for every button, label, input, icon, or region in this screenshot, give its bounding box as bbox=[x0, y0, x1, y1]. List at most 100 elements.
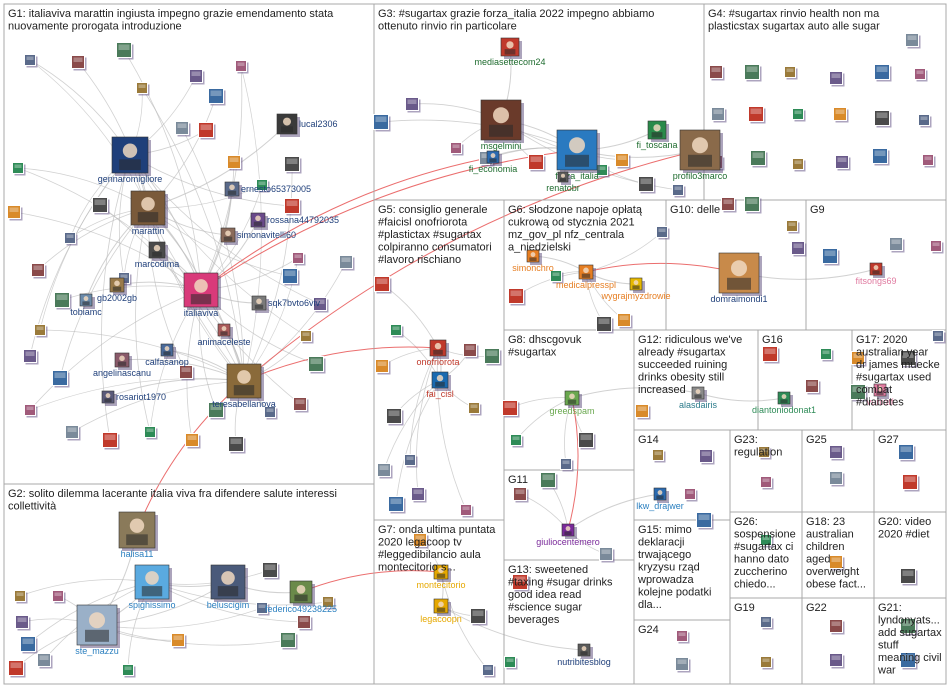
node-beluscigim[interactable]: beluscigim bbox=[207, 564, 250, 610]
node-spighissimo[interactable]: spighissimo bbox=[128, 564, 176, 610]
node-avatar[interactable] bbox=[34, 324, 48, 338]
node-avatar[interactable] bbox=[512, 574, 530, 592]
node-avatar[interactable] bbox=[264, 406, 278, 420]
node-wygrajmyzdrowie[interactable]: wygrajmyzdrowie bbox=[600, 277, 671, 301]
node-avatar[interactable] bbox=[405, 97, 421, 113]
node-gennaromigliore[interactable]: gennaromigliore bbox=[98, 136, 163, 184]
node-avatar[interactable] bbox=[297, 615, 313, 631]
node-avatar[interactable] bbox=[874, 64, 892, 82]
node-avatar[interactable] bbox=[470, 608, 488, 626]
node-avatar[interactable] bbox=[189, 69, 205, 85]
node-avatar[interactable] bbox=[721, 197, 737, 213]
node-avatar[interactable] bbox=[791, 241, 807, 257]
node-calfasanop[interactable]: calfasanop bbox=[145, 343, 189, 367]
node-simonavitelli60[interactable]: simonavitelli60 bbox=[220, 227, 296, 245]
node-avatar[interactable] bbox=[805, 379, 821, 395]
node-animaceleste[interactable]: animaceleste bbox=[197, 323, 251, 347]
node-avatar[interactable] bbox=[829, 445, 845, 461]
node-avatar[interactable] bbox=[829, 471, 845, 487]
node-avatar[interactable] bbox=[900, 652, 918, 670]
node-avatar[interactable] bbox=[502, 400, 520, 418]
node-avatar[interactable] bbox=[413, 533, 429, 549]
node-avatar[interactable] bbox=[386, 408, 404, 426]
node-avatar[interactable] bbox=[578, 432, 596, 450]
node-forza-italia[interactable]: forza_italia bbox=[555, 129, 600, 181]
node-avatar[interactable] bbox=[23, 349, 39, 365]
node-avatar[interactable] bbox=[513, 487, 529, 503]
node-avatar[interactable] bbox=[256, 179, 270, 193]
node-fitsongs69[interactable]: fitsongs69 bbox=[855, 262, 897, 286]
node-avatar[interactable] bbox=[784, 66, 798, 80]
node-avatar[interactable] bbox=[684, 488, 698, 502]
node-avatar[interactable] bbox=[460, 504, 474, 518]
node-fai-cisl[interactable]: fai_cisl bbox=[426, 371, 454, 399]
node-avatar[interactable] bbox=[8, 660, 26, 678]
node-sqk7bvto6viv[interactable]: sqk7bvto6viv bbox=[251, 295, 321, 313]
node-medicalpresspl[interactable]: medicalpresspl bbox=[556, 264, 616, 290]
node-onofriorota[interactable]: onofriorota bbox=[416, 339, 460, 367]
node-avatar[interactable] bbox=[390, 324, 404, 338]
node-tobiamc[interactable]: tobiamc bbox=[70, 293, 102, 317]
node-avatar[interactable] bbox=[171, 633, 187, 649]
node-montecitorio[interactable]: montecitorio bbox=[416, 564, 466, 590]
node-avatar[interactable] bbox=[510, 434, 524, 448]
node-avatar[interactable] bbox=[308, 356, 326, 374]
node-avatar[interactable] bbox=[411, 487, 427, 503]
node-avatar[interactable] bbox=[508, 288, 526, 306]
node-avatar[interactable] bbox=[24, 404, 38, 418]
node-avatar[interactable] bbox=[374, 276, 392, 294]
node-lucal2306[interactable]: lucal2306 bbox=[276, 113, 338, 137]
node-avatar[interactable] bbox=[822, 248, 840, 266]
node-avatar[interactable] bbox=[198, 122, 216, 140]
node-avatar[interactable] bbox=[889, 237, 905, 253]
node-avatar[interactable] bbox=[709, 65, 725, 81]
node-avatar[interactable] bbox=[760, 656, 774, 670]
node-avatar[interactable] bbox=[282, 268, 300, 286]
node-avatar[interactable] bbox=[20, 636, 38, 654]
node-avatar[interactable] bbox=[52, 370, 70, 388]
node-avatar[interactable] bbox=[175, 121, 191, 137]
node-avatar[interactable] bbox=[699, 449, 715, 465]
node-avatar[interactable] bbox=[898, 444, 916, 462]
node-avatar[interactable] bbox=[37, 653, 53, 669]
node-avatar[interactable] bbox=[185, 433, 201, 449]
node-avatar[interactable] bbox=[918, 114, 932, 128]
node-avatar[interactable] bbox=[656, 226, 670, 240]
node-avatar[interactable] bbox=[284, 198, 302, 216]
node-avatar[interactable] bbox=[375, 359, 391, 375]
node-marattin[interactable]: marattin bbox=[130, 190, 168, 236]
node-avatar[interactable] bbox=[760, 616, 774, 630]
node-avatar[interactable] bbox=[758, 446, 772, 460]
node-avatar[interactable] bbox=[900, 568, 918, 586]
node-avatar[interactable] bbox=[902, 474, 920, 492]
node-avatar[interactable] bbox=[744, 196, 762, 214]
node-avatar[interactable] bbox=[116, 42, 134, 60]
node-avatar[interactable] bbox=[388, 496, 406, 514]
node-avatar[interactable] bbox=[615, 153, 631, 169]
node-italiaviva[interactable]: italiaviva bbox=[183, 272, 221, 318]
node-avatar[interactable] bbox=[914, 68, 928, 82]
node-avatar[interactable] bbox=[792, 158, 806, 172]
node-avatar[interactable] bbox=[284, 156, 302, 174]
node-avatar[interactable] bbox=[652, 449, 666, 463]
node-avatar[interactable] bbox=[227, 155, 243, 171]
node-nutribitesblog[interactable]: nutribitesblog bbox=[557, 643, 611, 667]
node-renatobr[interactable]: renatobr bbox=[546, 171, 580, 193]
node-avatar[interactable] bbox=[786, 220, 800, 234]
node-avatar[interactable] bbox=[672, 184, 686, 198]
node-avatar[interactable] bbox=[15, 615, 31, 631]
node-avatar[interactable] bbox=[635, 404, 651, 420]
node-avatar[interactable] bbox=[450, 142, 464, 156]
node-avatar[interactable] bbox=[872, 148, 890, 166]
node-legacoopn[interactable]: legacoopn bbox=[420, 598, 462, 624]
node-avatar[interactable] bbox=[833, 107, 849, 123]
node-avatar[interactable] bbox=[617, 313, 633, 329]
node-avatar[interactable] bbox=[829, 555, 845, 571]
node-avatar[interactable] bbox=[373, 114, 391, 132]
node-avatar[interactable] bbox=[900, 350, 918, 368]
node-marcodima[interactable]: marcodima bbox=[135, 241, 180, 269]
node-avatar[interactable] bbox=[930, 240, 944, 254]
node-avatar[interactable] bbox=[638, 176, 656, 194]
node-avatar[interactable] bbox=[829, 619, 845, 635]
node-msgelmini[interactable]: msgelmini bbox=[480, 99, 524, 151]
